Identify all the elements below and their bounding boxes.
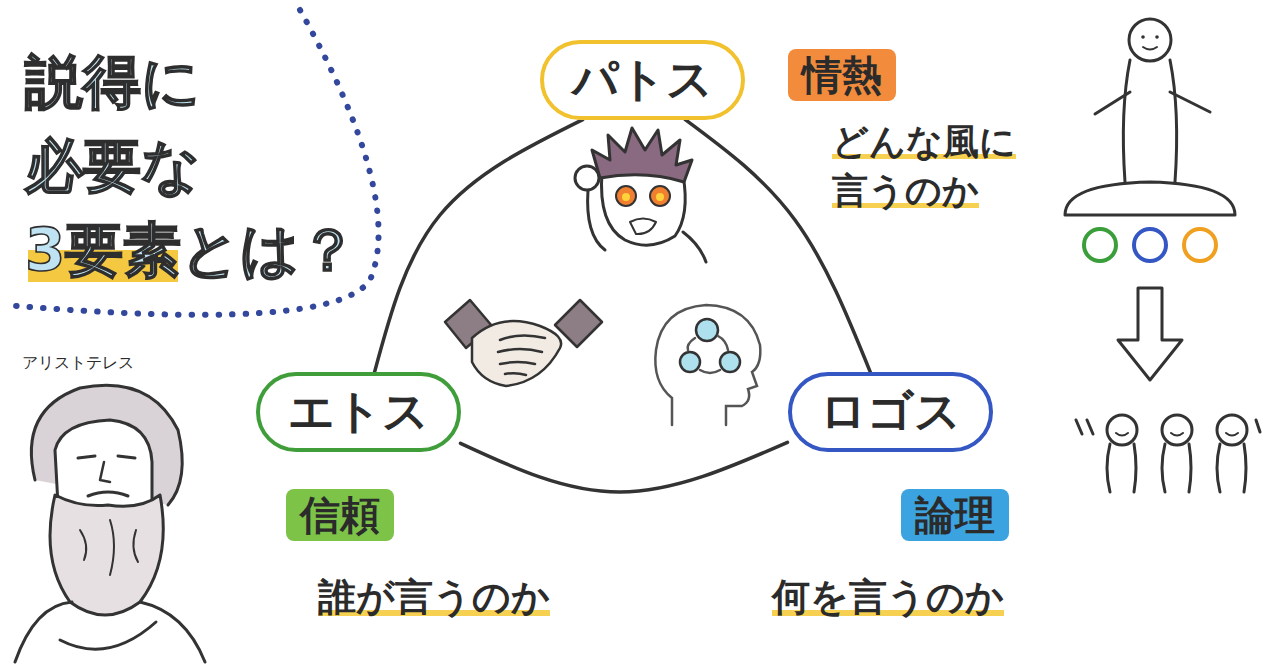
handshake [445, 300, 602, 386]
audience [1076, 415, 1260, 492]
node-text: 信頼 [300, 491, 380, 539]
node-text: パトス [572, 52, 713, 107]
down-arrow [1118, 288, 1182, 380]
label-box: 誰が言うのか [318, 572, 618, 623]
label-box: アリストテレス [22, 352, 182, 374]
keyword-box: 情熱 [788, 49, 896, 101]
node-text: ロゴス [820, 384, 961, 439]
figure-caption: アリストテレス [22, 353, 134, 372]
keyword-box: 論理 [901, 489, 1009, 541]
label-box: どんな風に 言うのか [832, 118, 1037, 215]
angry-person [575, 128, 706, 262]
title: 説得に 必要な 3要素とは？ [25, 40, 385, 292]
appeal-node: エトス [256, 372, 461, 451]
appeal-node: ロゴス [788, 372, 993, 451]
label-box: 何を言うのか [772, 572, 1072, 623]
triangle-side [374, 120, 582, 373]
aristotle-portrait [15, 385, 205, 662]
phrase-label: 何を言うのか [772, 575, 1004, 619]
node-text: エトス [288, 384, 429, 439]
keyword-box: 信頼 [286, 489, 394, 541]
three-circles [1084, 229, 1216, 261]
appeal-node: パトス [540, 40, 745, 119]
phrase-label: どんな風に 言うのか [832, 121, 1016, 211]
thinking-head [655, 305, 760, 425]
triangle-side [461, 442, 788, 492]
node-text: 論理 [915, 491, 995, 539]
phrase-label: 誰が言うのか [318, 575, 550, 619]
node-text: 情熱 [802, 51, 882, 99]
speaker-figure [1065, 19, 1235, 215]
